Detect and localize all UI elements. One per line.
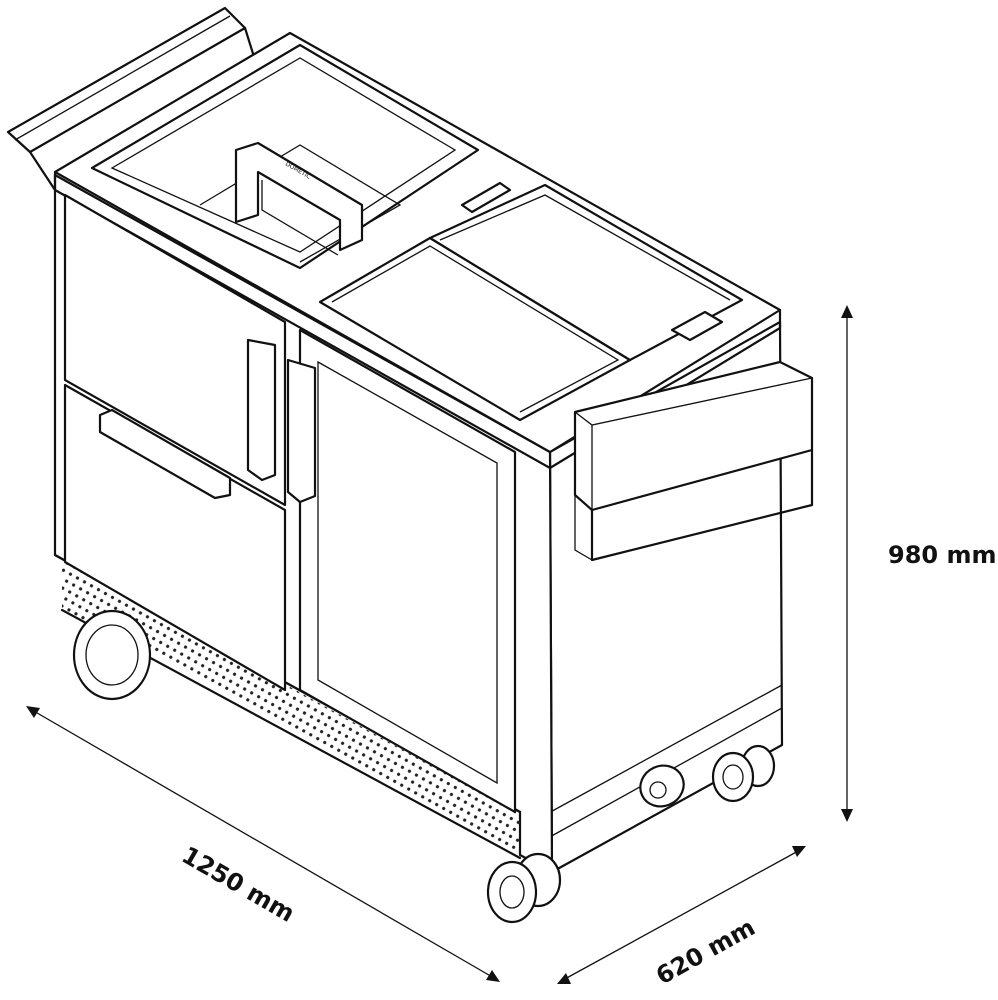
push-handle xyxy=(6,6,257,192)
power-socket xyxy=(639,764,685,808)
right-door-window xyxy=(317,360,498,785)
upper-drawer[interactable] xyxy=(63,193,287,507)
basin-carry-handle: DOMETIC xyxy=(234,141,364,256)
vent-grille xyxy=(62,560,520,855)
depth-dimension xyxy=(557,846,806,984)
right-door[interactable] xyxy=(298,328,517,814)
caster-back xyxy=(711,744,776,803)
cooler-lid xyxy=(318,181,744,422)
width-dimension xyxy=(26,706,500,982)
drawer-handle[interactable] xyxy=(246,338,277,482)
height-dimension xyxy=(841,305,853,822)
depth-label: 620 mm xyxy=(651,913,759,990)
side-basket xyxy=(573,360,814,562)
lid-handle xyxy=(670,310,724,342)
sink-basin xyxy=(90,43,480,270)
right-door-handle[interactable] xyxy=(286,358,317,504)
caster-front xyxy=(486,852,562,924)
left-door-handle[interactable] xyxy=(98,408,232,500)
height-label: 980 mm xyxy=(888,541,996,569)
wheel-left xyxy=(72,609,152,701)
